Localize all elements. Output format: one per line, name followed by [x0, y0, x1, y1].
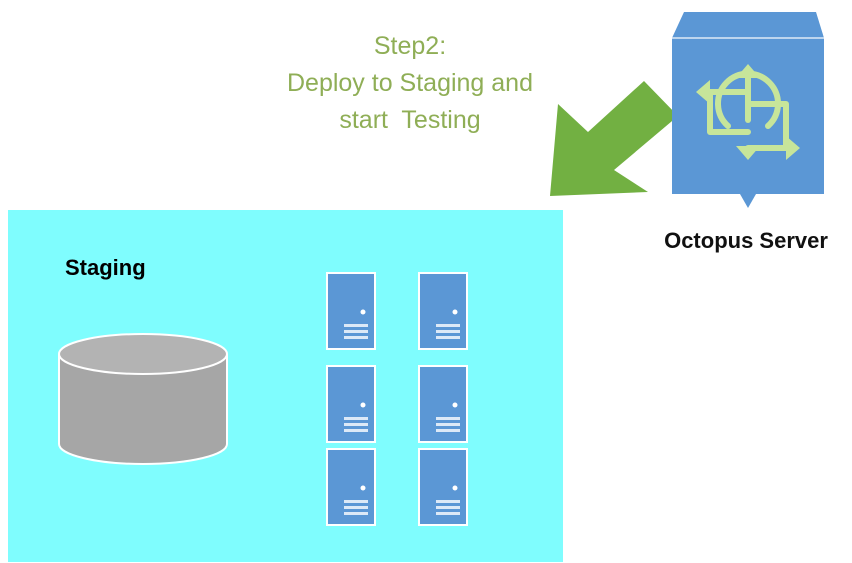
server-icon [326, 365, 376, 443]
step-caption-line-2: Deploy to Staging and [286, 69, 533, 97]
server-icon [418, 272, 468, 350]
staging-title: Staging [65, 255, 146, 280]
deploy-arrow-icon [550, 81, 678, 196]
step-caption-line-3: start Testing [339, 106, 481, 134]
octopus-server-label: Octopus Server [664, 228, 828, 253]
server-icon [418, 448, 468, 526]
step-caption: Step2: Deploy to Staging and start Testi… [240, 28, 580, 139]
staging-environment: Staging [8, 210, 563, 562]
step-caption-line-1: Step2: [373, 32, 447, 60]
server-icon [326, 272, 376, 350]
database-icon [58, 333, 228, 465]
octopus-server-icon [672, 12, 824, 208]
server-icon [326, 448, 376, 526]
server-icon [418, 365, 468, 443]
